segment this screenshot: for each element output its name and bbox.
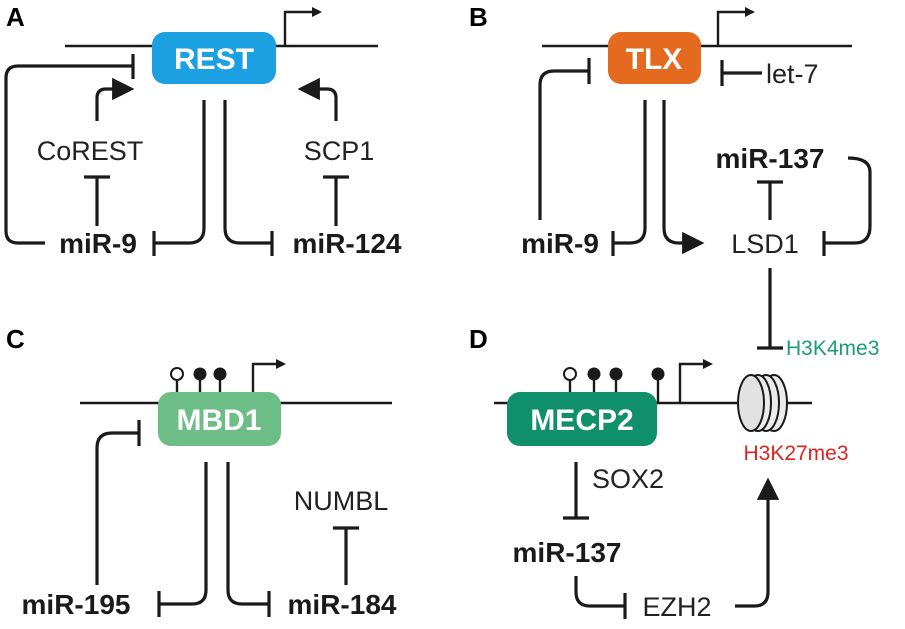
unmethylated-cpg-icon (170, 367, 184, 393)
h3k27me3-label: H3K27me3 (743, 442, 848, 465)
transcription-start-arrow-icon (283, 7, 322, 46)
mir9-inhibits-tlx-edge (538, 69, 588, 220)
mir9-inhibits-rest-edge (4, 64, 132, 245)
rest-gene-label: REST (174, 43, 254, 76)
panel-b: B TLX let-7 miR-9 LSD1 miR-137 (469, 2, 872, 350)
sox2-label: SOX2 (592, 464, 664, 494)
panel-b-label: B (469, 2, 488, 32)
panel-c: C MBD1 NUMBL (6, 324, 397, 620)
lsd1-label: LSD1 (731, 229, 799, 259)
numbl-label: NUMBL (294, 486, 389, 516)
panel-a: A REST CoREST SCP1 mi (4, 2, 402, 259)
mecp2-gene-label: MECP2 (530, 404, 633, 437)
ezh2-label: EZH2 (642, 592, 711, 622)
panel-d-label: D (469, 324, 488, 354)
corest-to-rest-edge (95, 77, 135, 121)
mir-124-label: miR-124 (293, 228, 402, 259)
ezh2-activates-h3k27me3-edge (735, 477, 780, 608)
tlx-gene-box: TLX (608, 32, 701, 84)
rest-inhibits-mir124-edge (223, 100, 271, 245)
h3k4me3-label: H3K4me3 (786, 337, 879, 360)
panel-a-label: A (6, 2, 25, 32)
tlx-gene-label: TLX (626, 43, 683, 76)
mir-9-label: miR-9 (521, 228, 599, 259)
mir-195-label: miR-195 (22, 589, 131, 620)
methylated-cpg-icon (213, 367, 227, 393)
nucleosome-icon (737, 374, 788, 432)
mir-137-label: miR-137 (513, 537, 622, 568)
scp1-label: SCP1 (304, 136, 375, 166)
tlx-activates-lsd1-edge (662, 100, 705, 255)
methylated-cpg-icon (609, 367, 623, 393)
methylated-cpg-icon (193, 367, 207, 393)
mbd1-gene-box: MBD1 (158, 392, 281, 446)
panel-c-label: C (6, 324, 25, 354)
methylated-cpg-icon (587, 367, 601, 393)
mbd1-inhibits-mir195-edge (160, 462, 208, 606)
mir195-inhibits-mbd1-edge (95, 431, 138, 585)
transcription-start-arrow-icon (716, 7, 755, 46)
transcription-start-arrow-icon (678, 359, 713, 403)
transcription-start-arrow-icon (251, 359, 286, 393)
mir-137-label: miR-137 (716, 143, 825, 174)
tlx-inhibits-mir9-edge (614, 100, 647, 245)
lsd1-inhibits-mir137-edge (825, 156, 872, 245)
rest-inhibits-mir9-edge (155, 100, 206, 245)
let-7-label: let-7 (766, 59, 819, 89)
mir-184-label: miR-184 (288, 589, 397, 620)
corest-label: CoREST (37, 136, 144, 166)
mbd1-inhibits-mir184-edge (226, 462, 268, 606)
mir-9-label: miR-9 (59, 228, 137, 259)
panel-d: D MECP2 (469, 324, 879, 622)
unmethylated-cpg-icon (563, 367, 577, 393)
rest-gene-box: REST (152, 32, 276, 84)
scp1-to-rest-edge (297, 77, 338, 121)
mir137-inhibits-ezh2-edge (574, 576, 624, 608)
mecp2-gene-box: MECP2 (507, 392, 657, 446)
mbd1-gene-label: MBD1 (176, 404, 261, 437)
methylated-cpg-icon (651, 367, 665, 403)
